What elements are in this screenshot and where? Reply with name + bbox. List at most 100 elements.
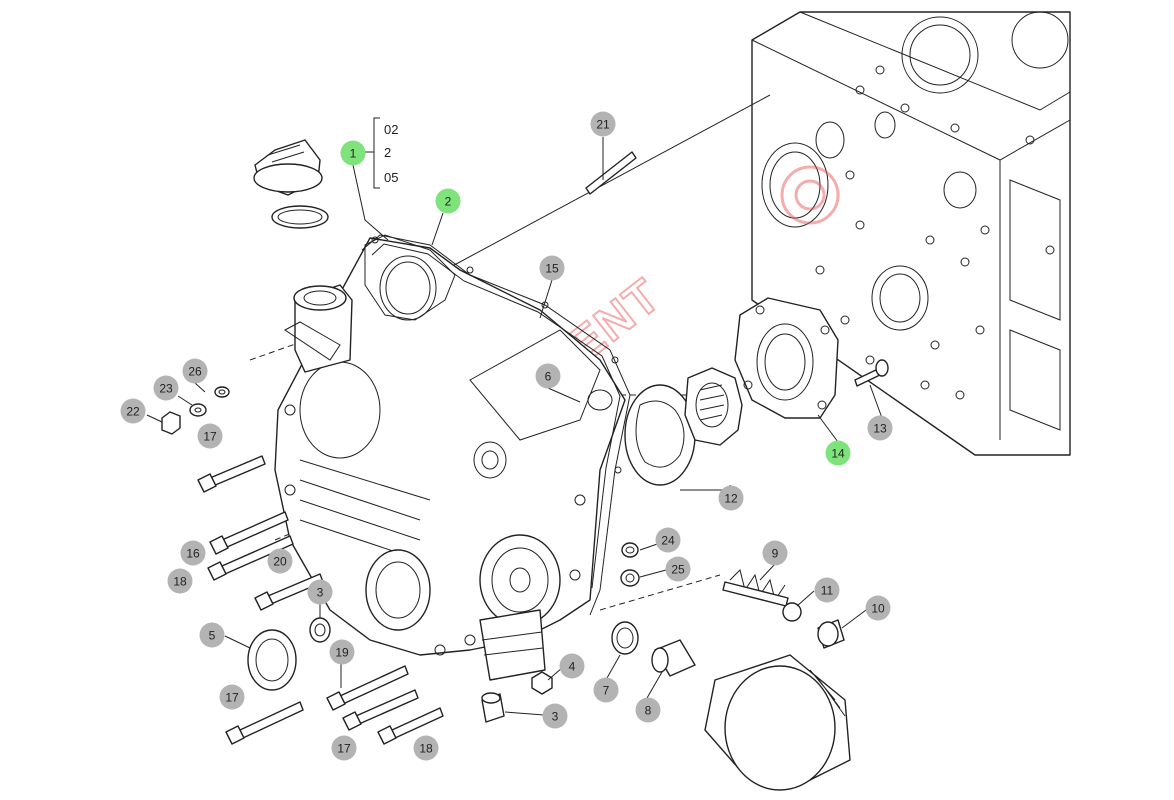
bolt-16 xyxy=(209,511,289,555)
timing-gear-cover xyxy=(274,234,626,681)
callout-1: 1 xyxy=(340,140,366,166)
callout-label: 23 xyxy=(159,382,173,396)
callout-18: 18 xyxy=(167,568,193,594)
callout-14: 14 xyxy=(825,440,851,466)
callout-label: 19 xyxy=(335,646,349,660)
oil-filter xyxy=(704,654,851,791)
bracket-note-line-2: 2 xyxy=(384,145,391,160)
callout-badge xyxy=(120,398,146,424)
callout-badge xyxy=(167,568,193,594)
callout-label: 3 xyxy=(317,586,324,600)
callout-label: 7 xyxy=(603,684,610,698)
callout-25: 25 xyxy=(665,556,691,582)
callout-label: 18 xyxy=(419,742,433,756)
callout-10: 10 xyxy=(865,595,891,621)
callout-label: 16 xyxy=(186,547,200,561)
callout-22: 22 xyxy=(120,398,146,424)
callout-label: 17 xyxy=(337,742,351,756)
callout-label: 24 xyxy=(661,534,675,548)
callout-label: 11 xyxy=(821,584,834,598)
nut-22 xyxy=(161,411,181,435)
callout-18: 18 xyxy=(413,735,439,761)
oil-pump-inner-rotor xyxy=(684,367,743,446)
callout-label: 5 xyxy=(209,629,216,643)
cover-gasket xyxy=(361,234,631,616)
relief-spring-9 xyxy=(722,569,789,607)
callout-badge xyxy=(153,375,179,401)
callout-8: 8 xyxy=(635,697,661,723)
oil-filler-cap xyxy=(253,139,323,196)
filter-fitting-8 xyxy=(651,639,696,677)
callout-badge xyxy=(762,540,788,566)
callout-label: 22 xyxy=(126,405,140,419)
callout-badge xyxy=(219,684,245,710)
callout-label: 1 xyxy=(350,147,357,161)
washer-26 xyxy=(214,386,230,398)
callout-7: 7 xyxy=(593,677,619,703)
callout-badge xyxy=(535,363,561,389)
callout-badge xyxy=(199,622,225,648)
callout-23: 23 xyxy=(153,375,179,401)
callout-badge xyxy=(542,703,568,729)
bracket-note-line-3: 05 xyxy=(384,170,398,185)
washer-23 xyxy=(189,403,207,417)
callout-badge xyxy=(307,579,333,605)
callout-badge xyxy=(593,677,619,703)
callout-11: 11 xyxy=(814,577,840,603)
callout-16: 16 xyxy=(180,540,206,566)
callout-label: 21 xyxy=(596,118,610,132)
callout-badge xyxy=(655,527,681,553)
callout-badge xyxy=(331,735,357,761)
callout-6: 6 xyxy=(535,363,561,389)
callout-badge xyxy=(413,735,439,761)
oil-pump-outer-rotor xyxy=(624,384,696,486)
callout-19: 19 xyxy=(329,639,355,665)
callout-9: 9 xyxy=(762,540,788,566)
bushing-3-upper xyxy=(309,617,331,643)
callout-label: 8 xyxy=(645,704,652,718)
bolt-19 xyxy=(326,665,409,711)
oil-pump-cover xyxy=(734,297,839,419)
callout-badge xyxy=(267,548,293,574)
callout-badge xyxy=(340,140,366,166)
callout-5: 5 xyxy=(199,622,225,648)
oil-seal-5 xyxy=(247,629,297,691)
callout-3: 3 xyxy=(542,703,568,729)
callout-12: 12 xyxy=(718,485,744,511)
part-callouts: 1214211562623221713121618202425935111019… xyxy=(120,111,893,761)
callout-2: 2 xyxy=(435,188,461,214)
callout-21: 21 xyxy=(590,111,616,137)
valve-plug-10 xyxy=(817,619,845,649)
callout-label: 2 xyxy=(445,195,452,209)
washer-24 xyxy=(621,542,639,558)
callout-label: 3 xyxy=(552,710,559,724)
callout-label: 10 xyxy=(871,602,885,616)
washer-25 xyxy=(620,569,640,587)
callout-badge xyxy=(197,423,223,449)
bolt-13 xyxy=(854,359,889,387)
callout-badge xyxy=(180,540,206,566)
callout-label: 17 xyxy=(225,691,239,705)
callout-badge xyxy=(825,440,851,466)
dowel-pin xyxy=(585,151,637,195)
bolt-18-lower xyxy=(377,707,444,745)
callout-label: 4 xyxy=(569,660,576,674)
callout-17: 17 xyxy=(331,735,357,761)
bolt-17-lower-mid xyxy=(342,689,419,731)
callout-label: 17 xyxy=(203,430,217,444)
callout-badge xyxy=(665,556,691,582)
callout-17: 17 xyxy=(197,423,223,449)
callout-badge xyxy=(718,485,744,511)
callout-label: 25 xyxy=(671,563,685,577)
callout-26: 26 xyxy=(182,358,208,384)
callout-label: 26 xyxy=(188,365,202,379)
callout-13: 13 xyxy=(867,415,893,441)
bolt-17-upper xyxy=(197,455,266,493)
callout-badge xyxy=(635,697,661,723)
callout-label: 18 xyxy=(173,575,187,589)
nut-4 xyxy=(531,671,553,695)
bolt-18-upper xyxy=(207,535,294,581)
plug-3-lower xyxy=(481,692,505,723)
callout-label: 6 xyxy=(545,370,552,384)
